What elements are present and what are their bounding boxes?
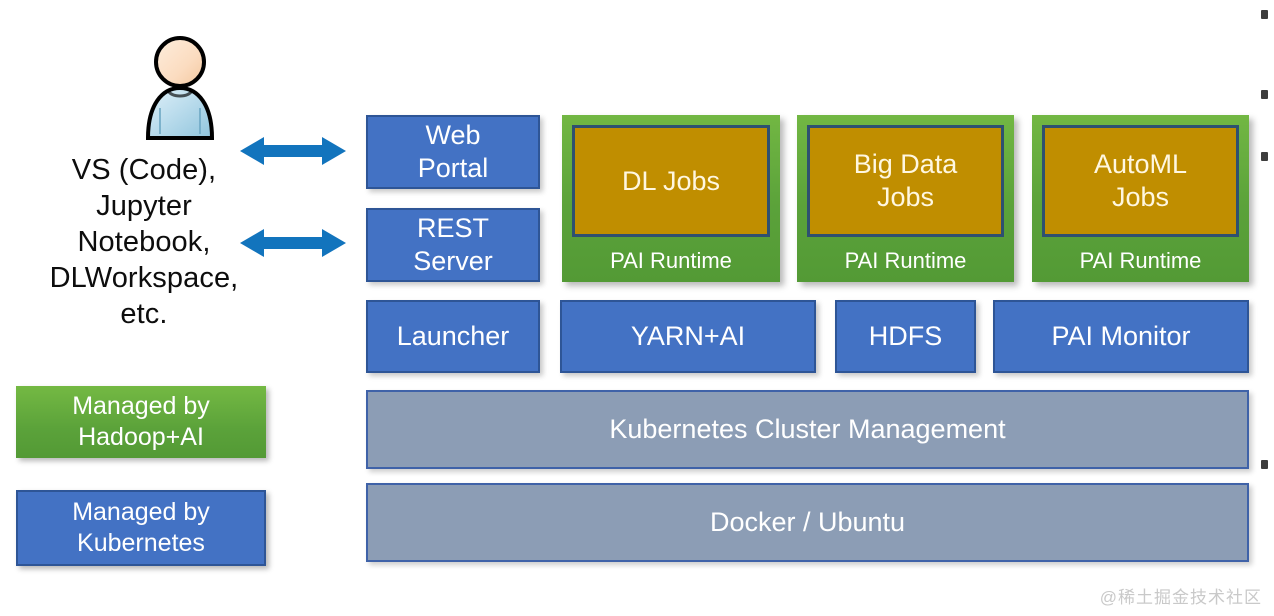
docker-ubuntu-bar[interactable]: Docker / Ubuntu bbox=[366, 483, 1249, 562]
big-data-jobs-box[interactable]: Big Data Jobs bbox=[807, 125, 1004, 237]
rest-server-label: REST Server bbox=[413, 213, 493, 276]
double-arrow-to-rest-server bbox=[238, 226, 348, 260]
slide-bullet-marker bbox=[1261, 10, 1268, 19]
kubernetes-cluster-management-bar[interactable]: Kubernetes Cluster Management bbox=[366, 390, 1249, 469]
pai-runtime-automl-container: AutoML Jobs PAI Runtime bbox=[1032, 115, 1249, 282]
launcher-label: Launcher bbox=[396, 321, 510, 351]
pai-runtime-label: PAI Runtime bbox=[1079, 248, 1202, 273]
legend-kubernetes-label: Managed by Kubernetes bbox=[72, 498, 210, 557]
legend-managed-by-kubernetes: Managed by Kubernetes bbox=[16, 490, 266, 566]
slide-bullet-marker bbox=[1261, 460, 1268, 469]
legend-managed-by-hadoop: Managed by Hadoop+AI bbox=[16, 386, 266, 458]
user-avatar-icon bbox=[140, 30, 220, 140]
web-portal-box[interactable]: Web Portal bbox=[366, 115, 540, 189]
client-tools-label: VS (Code), Jupyter Notebook, DLWorkspace… bbox=[49, 154, 239, 330]
rest-server-box[interactable]: REST Server bbox=[366, 208, 540, 282]
kubernetes-cluster-management-label: Kubernetes Cluster Management bbox=[609, 414, 1006, 444]
dl-jobs-label: DL Jobs bbox=[621, 165, 721, 196]
hdfs-label: HDFS bbox=[868, 321, 943, 351]
automl-jobs-label: AutoML Jobs bbox=[1093, 149, 1188, 212]
big-data-jobs-label: Big Data Jobs bbox=[853, 149, 958, 212]
automl-jobs-box[interactable]: AutoML Jobs bbox=[1042, 125, 1239, 237]
pai-runtime-bigdata-container: Big Data Jobs PAI Runtime bbox=[797, 115, 1014, 282]
hdfs-box[interactable]: HDFS bbox=[835, 300, 976, 373]
double-arrow-to-web-portal bbox=[238, 134, 348, 168]
launcher-box[interactable]: Launcher bbox=[366, 300, 540, 373]
slide-bullet-marker bbox=[1261, 152, 1268, 161]
yarn-ai-label: YARN+AI bbox=[630, 321, 746, 351]
slide-bullet-marker bbox=[1261, 90, 1268, 99]
yarn-ai-box[interactable]: YARN+AI bbox=[560, 300, 816, 373]
watermark: @稀土掘金技术社区 bbox=[1099, 588, 1262, 607]
pai-runtime-dl-container: DL Jobs PAI Runtime bbox=[562, 115, 780, 282]
docker-ubuntu-label: Docker / Ubuntu bbox=[709, 507, 906, 537]
pai-runtime-label: PAI Runtime bbox=[844, 248, 967, 273]
pai-monitor-label: PAI Monitor bbox=[1051, 321, 1191, 351]
pai-monitor-box[interactable]: PAI Monitor bbox=[993, 300, 1249, 373]
pai-runtime-label: PAI Runtime bbox=[610, 248, 732, 273]
legend-hadoop-label: Managed by Hadoop+AI bbox=[72, 392, 210, 451]
web-portal-label: Web Portal bbox=[417, 120, 489, 183]
dl-jobs-box[interactable]: DL Jobs bbox=[572, 125, 770, 237]
